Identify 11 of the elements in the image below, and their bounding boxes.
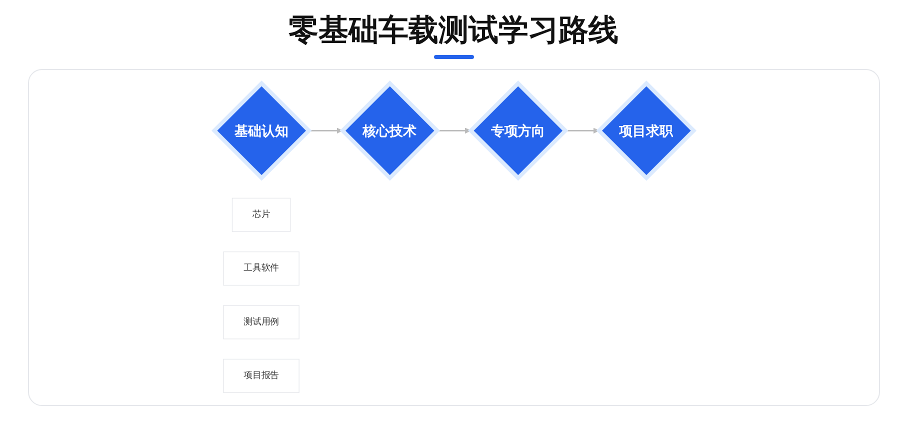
node-diamond: 基础认知	[210, 80, 312, 180]
diagram-title: 零基础车载测试学习路线	[288, 12, 618, 50]
node-diamond: 专项方向	[468, 80, 568, 180]
node-box: 项目报告	[222, 358, 299, 392]
node-box: 芯片	[231, 197, 290, 232]
arrow	[308, 127, 342, 134]
arrow	[564, 127, 599, 134]
node-box: 工具软件	[222, 251, 299, 286]
node-box: 测试用例	[222, 304, 299, 339]
node-diamond: 项目求职	[596, 80, 696, 180]
node-diamond: 核心技术	[339, 80, 440, 180]
